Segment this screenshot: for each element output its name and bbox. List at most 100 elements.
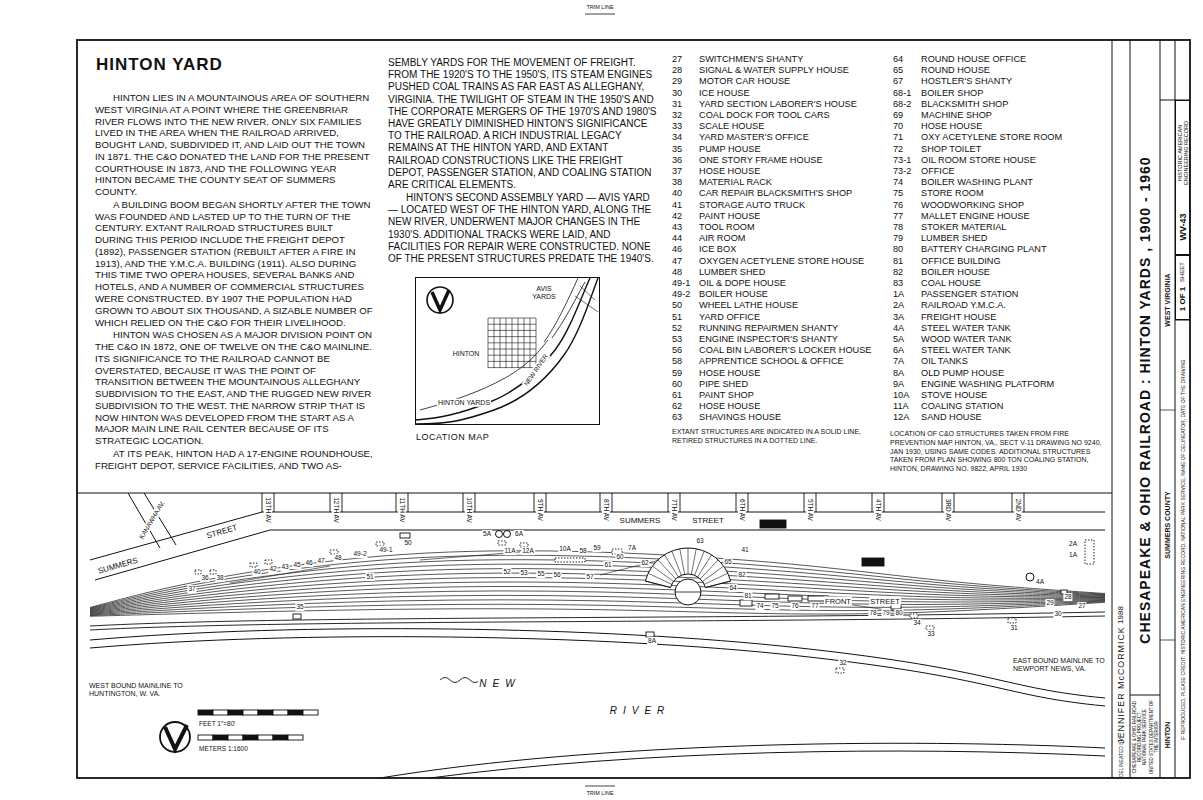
body-paragraph: HINTON WAS CHOSEN AS A MAJOR DIVISION PO…: [95, 329, 373, 447]
avenue-line: [872, 493, 873, 512]
structure-name: OFFICE BUILDING: [921, 256, 1001, 267]
roundhouse-stall: [652, 566, 673, 581]
box-label: WV-43: [1177, 213, 1188, 240]
street-label: STREET: [869, 597, 901, 606]
structure-name: ROUND HOUSE: [921, 65, 990, 76]
structure-number: 8A: [893, 368, 904, 379]
structure-name: SAND HOUSE: [921, 412, 982, 423]
mainline-label: EAST BOUND MAINLINE TO NEWPORT NEWS, VA.: [1012, 657, 1106, 674]
yard-track: [90, 591, 1105, 614]
scale-bar: [228, 710, 243, 715]
structure-number: 51: [672, 312, 682, 323]
structure-number: 48: [672, 267, 682, 278]
structure-name: MALLET ENGINE HOUSE: [921, 211, 1030, 222]
body-paragraph: A BUILDING BOOM BEGAN SHORTLY AFTER THE …: [95, 199, 373, 328]
roundhouse-stall: [648, 573, 672, 584]
street-grid: [488, 324, 536, 325]
structure-number: 11A: [893, 401, 909, 412]
building: [250, 563, 257, 567]
structure-name: SWITCHMEN'S SHANTY: [699, 54, 803, 65]
structure-name: STOVE HOUSE: [921, 390, 987, 401]
callout-number: 45: [292, 561, 301, 569]
structure-number: 41: [672, 200, 682, 211]
structure-name: HOSE HOUSE: [699, 166, 760, 177]
structure-number: 49-1: [672, 278, 690, 289]
building: [1085, 540, 1094, 564]
structure-name: ICE BOX: [699, 244, 736, 255]
structure-number: 68-2: [893, 99, 911, 110]
street-label: KANAWHA AV.: [137, 499, 167, 542]
avenue-line: [804, 493, 805, 512]
scale-bar: [243, 735, 258, 740]
body-paragraph: SEMBLY YARDS FOR THE MOVEMENT OF FREIGHT…: [388, 57, 658, 191]
yard-track: [90, 595, 1105, 614]
callout-number: 77: [810, 602, 819, 610]
yard-track: [90, 564, 1105, 609]
structure-number: 6A: [893, 345, 904, 356]
structure-name: YARD MASTER'S OFFICE: [699, 132, 809, 143]
street-grid: [488, 336, 536, 337]
callout-number: 81: [743, 592, 752, 600]
callout-number: 34: [912, 619, 921, 627]
callout-number: 46: [304, 559, 313, 567]
callout-number: 10A: [558, 545, 572, 553]
trim-line-label: TRIM LINE: [586, 4, 613, 11]
yard-track: [90, 602, 1105, 616]
title-block-rule: [1112, 40, 1113, 778]
structure-number: 44: [672, 233, 682, 244]
box-label: 1 OF 1: [1178, 287, 1188, 311]
building: [400, 533, 410, 538]
structure-number: 31: [672, 99, 682, 110]
avenue-line: [463, 493, 464, 512]
structure-number: 69: [893, 110, 903, 121]
structure-name: BOILER SHOP: [921, 88, 983, 99]
structure-name: STOKER MATERIAL: [921, 222, 1006, 233]
structure-name: OFFICE: [921, 166, 955, 177]
avenue-line: [884, 493, 885, 512]
callout-number: 55: [536, 570, 545, 578]
structure-name: YARD OFFICE: [699, 312, 760, 323]
structure-number: 72: [893, 144, 903, 155]
callout-number: 31: [1009, 624, 1018, 632]
callout-number: 2A: [1068, 540, 1078, 548]
box-label: NEW RIVER: [522, 352, 551, 388]
structure-name: BLACKSMITH SHOP: [921, 99, 1008, 110]
structure-number: 65: [893, 65, 903, 76]
street-line: [90, 512, 1105, 560]
box-label: AVIS YARDS: [526, 285, 562, 302]
callout-number: 82: [737, 571, 746, 579]
structure-name: RAILROAD Y.M.C.A.: [921, 300, 1006, 311]
river-symbol: [440, 678, 480, 683]
structure-name: ICE HOUSE: [699, 88, 750, 99]
avenue-line: [736, 493, 737, 512]
structure-number: 47: [672, 256, 682, 267]
structure-number: 30: [672, 88, 682, 99]
structure-name: OIL & DOPE HOUSE: [699, 278, 786, 289]
street-line: [128, 493, 176, 548]
north-arrow: [432, 290, 449, 310]
title-block-text: WEST VIRGINIA: [1163, 273, 1171, 326]
structure-number: 49-2: [672, 289, 690, 300]
structure-number: 70: [893, 121, 903, 132]
structure-name: PAINT HOUSE: [699, 211, 760, 222]
avenue-line: [534, 493, 535, 512]
sheet-number-box: SHEET1 OF 1: [1175, 255, 1190, 320]
structure-name: BOILER WASHING PLANT: [921, 177, 1033, 188]
structure-name: FREIGHT HOUSE: [921, 312, 996, 323]
street-label: 12TH AV: [332, 496, 340, 524]
structure-number: 27: [672, 54, 682, 65]
structure-number: 36: [672, 155, 682, 166]
callout-number: 49-1: [378, 546, 393, 554]
structure-name: MATERIAL RACK: [699, 177, 772, 188]
building: [910, 614, 918, 618]
structure-name: TOOL ROOM: [699, 222, 755, 233]
callout-number: 8A: [647, 637, 657, 645]
north-arrow: [427, 287, 453, 313]
building: [1008, 618, 1016, 623]
callout-number: 76: [790, 602, 799, 610]
callout-number: 7A: [627, 544, 637, 552]
structure-number: 78: [893, 222, 903, 233]
structure-name: MOTOR CAR HOUSE: [699, 76, 790, 87]
callout-number: 27: [1077, 602, 1086, 610]
structure-name: PIPE SHED: [699, 379, 748, 390]
